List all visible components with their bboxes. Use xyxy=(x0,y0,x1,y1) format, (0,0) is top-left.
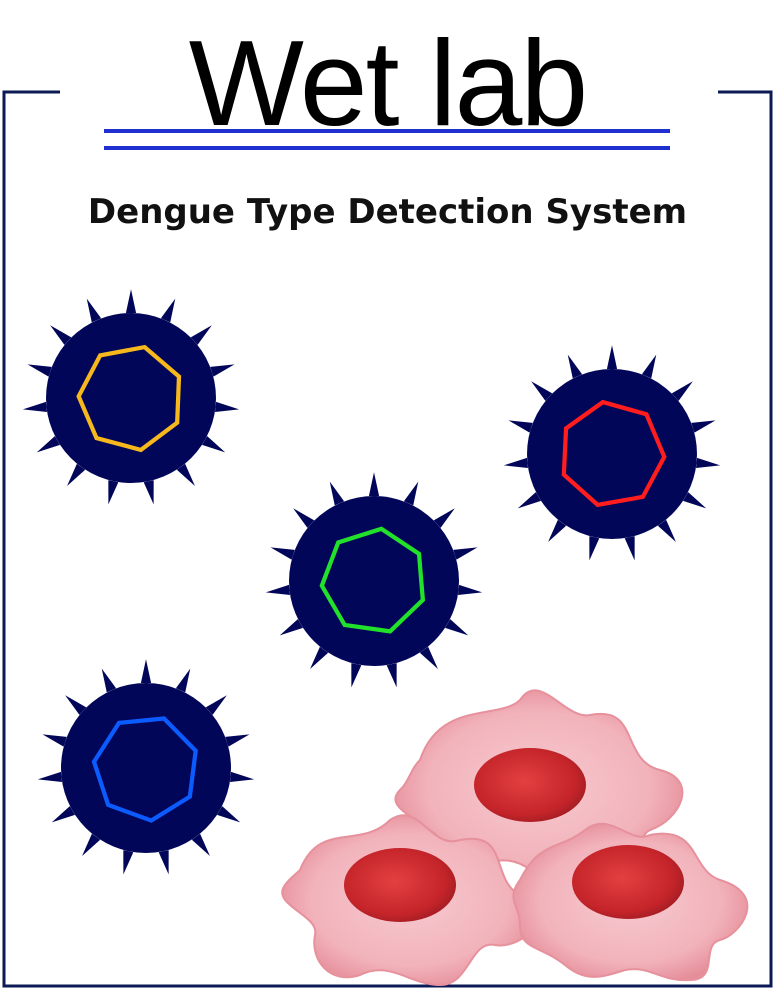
cell-right xyxy=(512,822,749,982)
virus-yellow xyxy=(22,289,240,506)
title-backing xyxy=(65,0,710,170)
page-subtitle: Dengue Type Detection System xyxy=(87,192,688,232)
virus-red xyxy=(503,345,721,562)
cell-left xyxy=(281,814,539,987)
page-title: Wet lab xyxy=(188,15,588,151)
virus-green xyxy=(265,472,483,689)
virus-blue xyxy=(37,659,255,876)
